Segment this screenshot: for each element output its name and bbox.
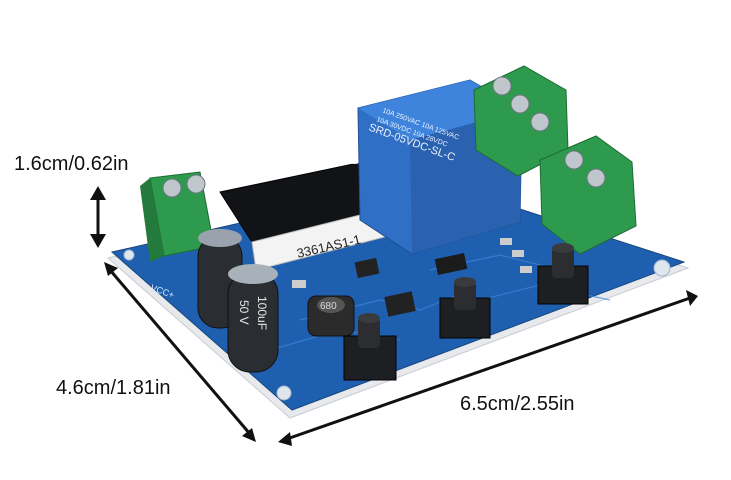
smd-component [434, 253, 468, 275]
height-dimension-label: 1.6cm/0.62in [14, 153, 129, 175]
inductor-label: 680 [320, 301, 337, 312]
mounting-hole [123, 249, 135, 261]
mounting-hole [653, 259, 671, 277]
push-button [343, 313, 397, 381]
short-width-arrow [104, 262, 256, 442]
terminal-block-right-top [473, 65, 569, 177]
smd-component [520, 266, 532, 273]
long-width-arrow [278, 290, 698, 446]
height-arrow [90, 186, 106, 248]
push-button [537, 243, 589, 305]
smd-component [292, 280, 306, 288]
ic-chip [354, 257, 380, 279]
length-dimension-label: 6.5cm/2.55in [460, 393, 575, 415]
capacitor-voltage: 50 V [237, 300, 251, 325]
push-button [439, 277, 491, 339]
smd-component [512, 250, 524, 257]
capacitor-capacitance: 100uF [255, 296, 269, 330]
terminal-block-right-bottom [539, 135, 637, 255]
smd-component [500, 238, 512, 245]
width-dimension-label: 4.6cm/1.81in [56, 377, 171, 399]
capacitor-front: 50 V 100uF [227, 264, 279, 373]
mounting-hole [276, 385, 292, 401]
inductor: 680 [307, 295, 355, 337]
ic-chip [384, 291, 416, 317]
terminal-block-left: VCC+ [140, 171, 215, 300]
